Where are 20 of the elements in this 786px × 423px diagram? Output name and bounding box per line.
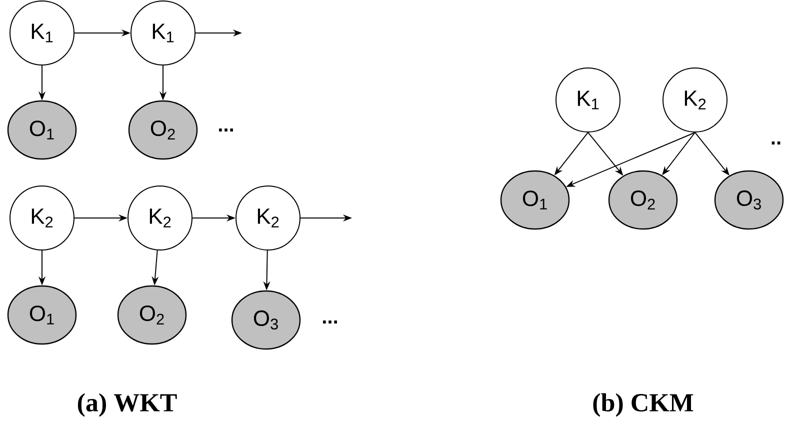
state-node: K$_{1}$ xyxy=(10,0,74,66)
subfigure-caption: (a) WKT xyxy=(78,393,177,417)
subfigure-caption: (b) CKM xyxy=(593,393,694,417)
state-node: K$_{2}$ xyxy=(662,68,728,132)
observed-node: O$_{3}$ xyxy=(231,290,301,350)
observed-node: O$_{1}$ xyxy=(7,285,77,345)
ellipsis: ... xyxy=(323,320,337,324)
observed-node: O$_{1}$ xyxy=(500,170,570,230)
state-node: K$_{2}$ xyxy=(128,186,192,250)
observed-node: O$_{3}$ xyxy=(714,170,784,230)
state-node: K$_{1}$ xyxy=(130,0,196,66)
ellipsis: .. xyxy=(772,142,780,144)
observed-node: O$_{2}$ xyxy=(128,100,198,160)
state-node: K$_{2}$ xyxy=(236,186,300,250)
observed-node: O$_{1}$ xyxy=(7,100,77,160)
ellipsis: ... xyxy=(219,128,233,132)
observed-node: O$_{2}$ xyxy=(608,170,678,230)
state-node: K$_{2}$ xyxy=(10,186,74,250)
state-node: K$_{1}$ xyxy=(556,68,620,132)
observed-node: O$_{2}$ xyxy=(117,285,187,345)
